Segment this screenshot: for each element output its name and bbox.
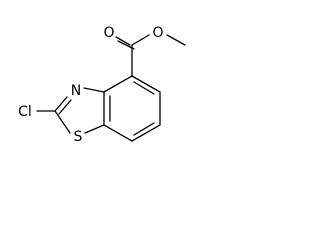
- atom-label-nitrogen: N: [71, 83, 81, 99]
- bond-n-c2-double: [58, 99, 72, 115]
- bond-c2-s: [54, 110, 71, 134]
- bond-c4-c5-inner: [133, 81, 155, 95]
- atom-label-carbonyl-oxygen: O: [103, 25, 114, 41]
- bond-c3a-n: [83, 87, 105, 93]
- bond-oester-ch3: [166, 34, 186, 46]
- bond-c7-c7a: [103, 124, 133, 142]
- molecule-structure: O O N S Cl: [18, 25, 186, 145]
- bond-c-oester: [131, 34, 150, 46]
- bond-c-o-double-b: [117, 40, 135, 50]
- bond-c-o-double-a: [115, 36, 131, 46]
- structure-canvas: O O N S Cl: [0, 0, 194, 188]
- bond-c3a-c4: [103, 75, 133, 93]
- bond-c6-c7: [131, 124, 161, 142]
- atom-label-sulfur: S: [74, 129, 83, 145]
- atom-label-ester-oxygen: O: [152, 25, 163, 41]
- bond-s-c7a: [84, 124, 105, 134]
- atom-label-chlorine: Cl: [18, 104, 32, 120]
- bond-c4-c5: [131, 75, 161, 93]
- bond-n-c2: [54, 96, 68, 112]
- bond-c6-c7-inner: [133, 122, 155, 136]
